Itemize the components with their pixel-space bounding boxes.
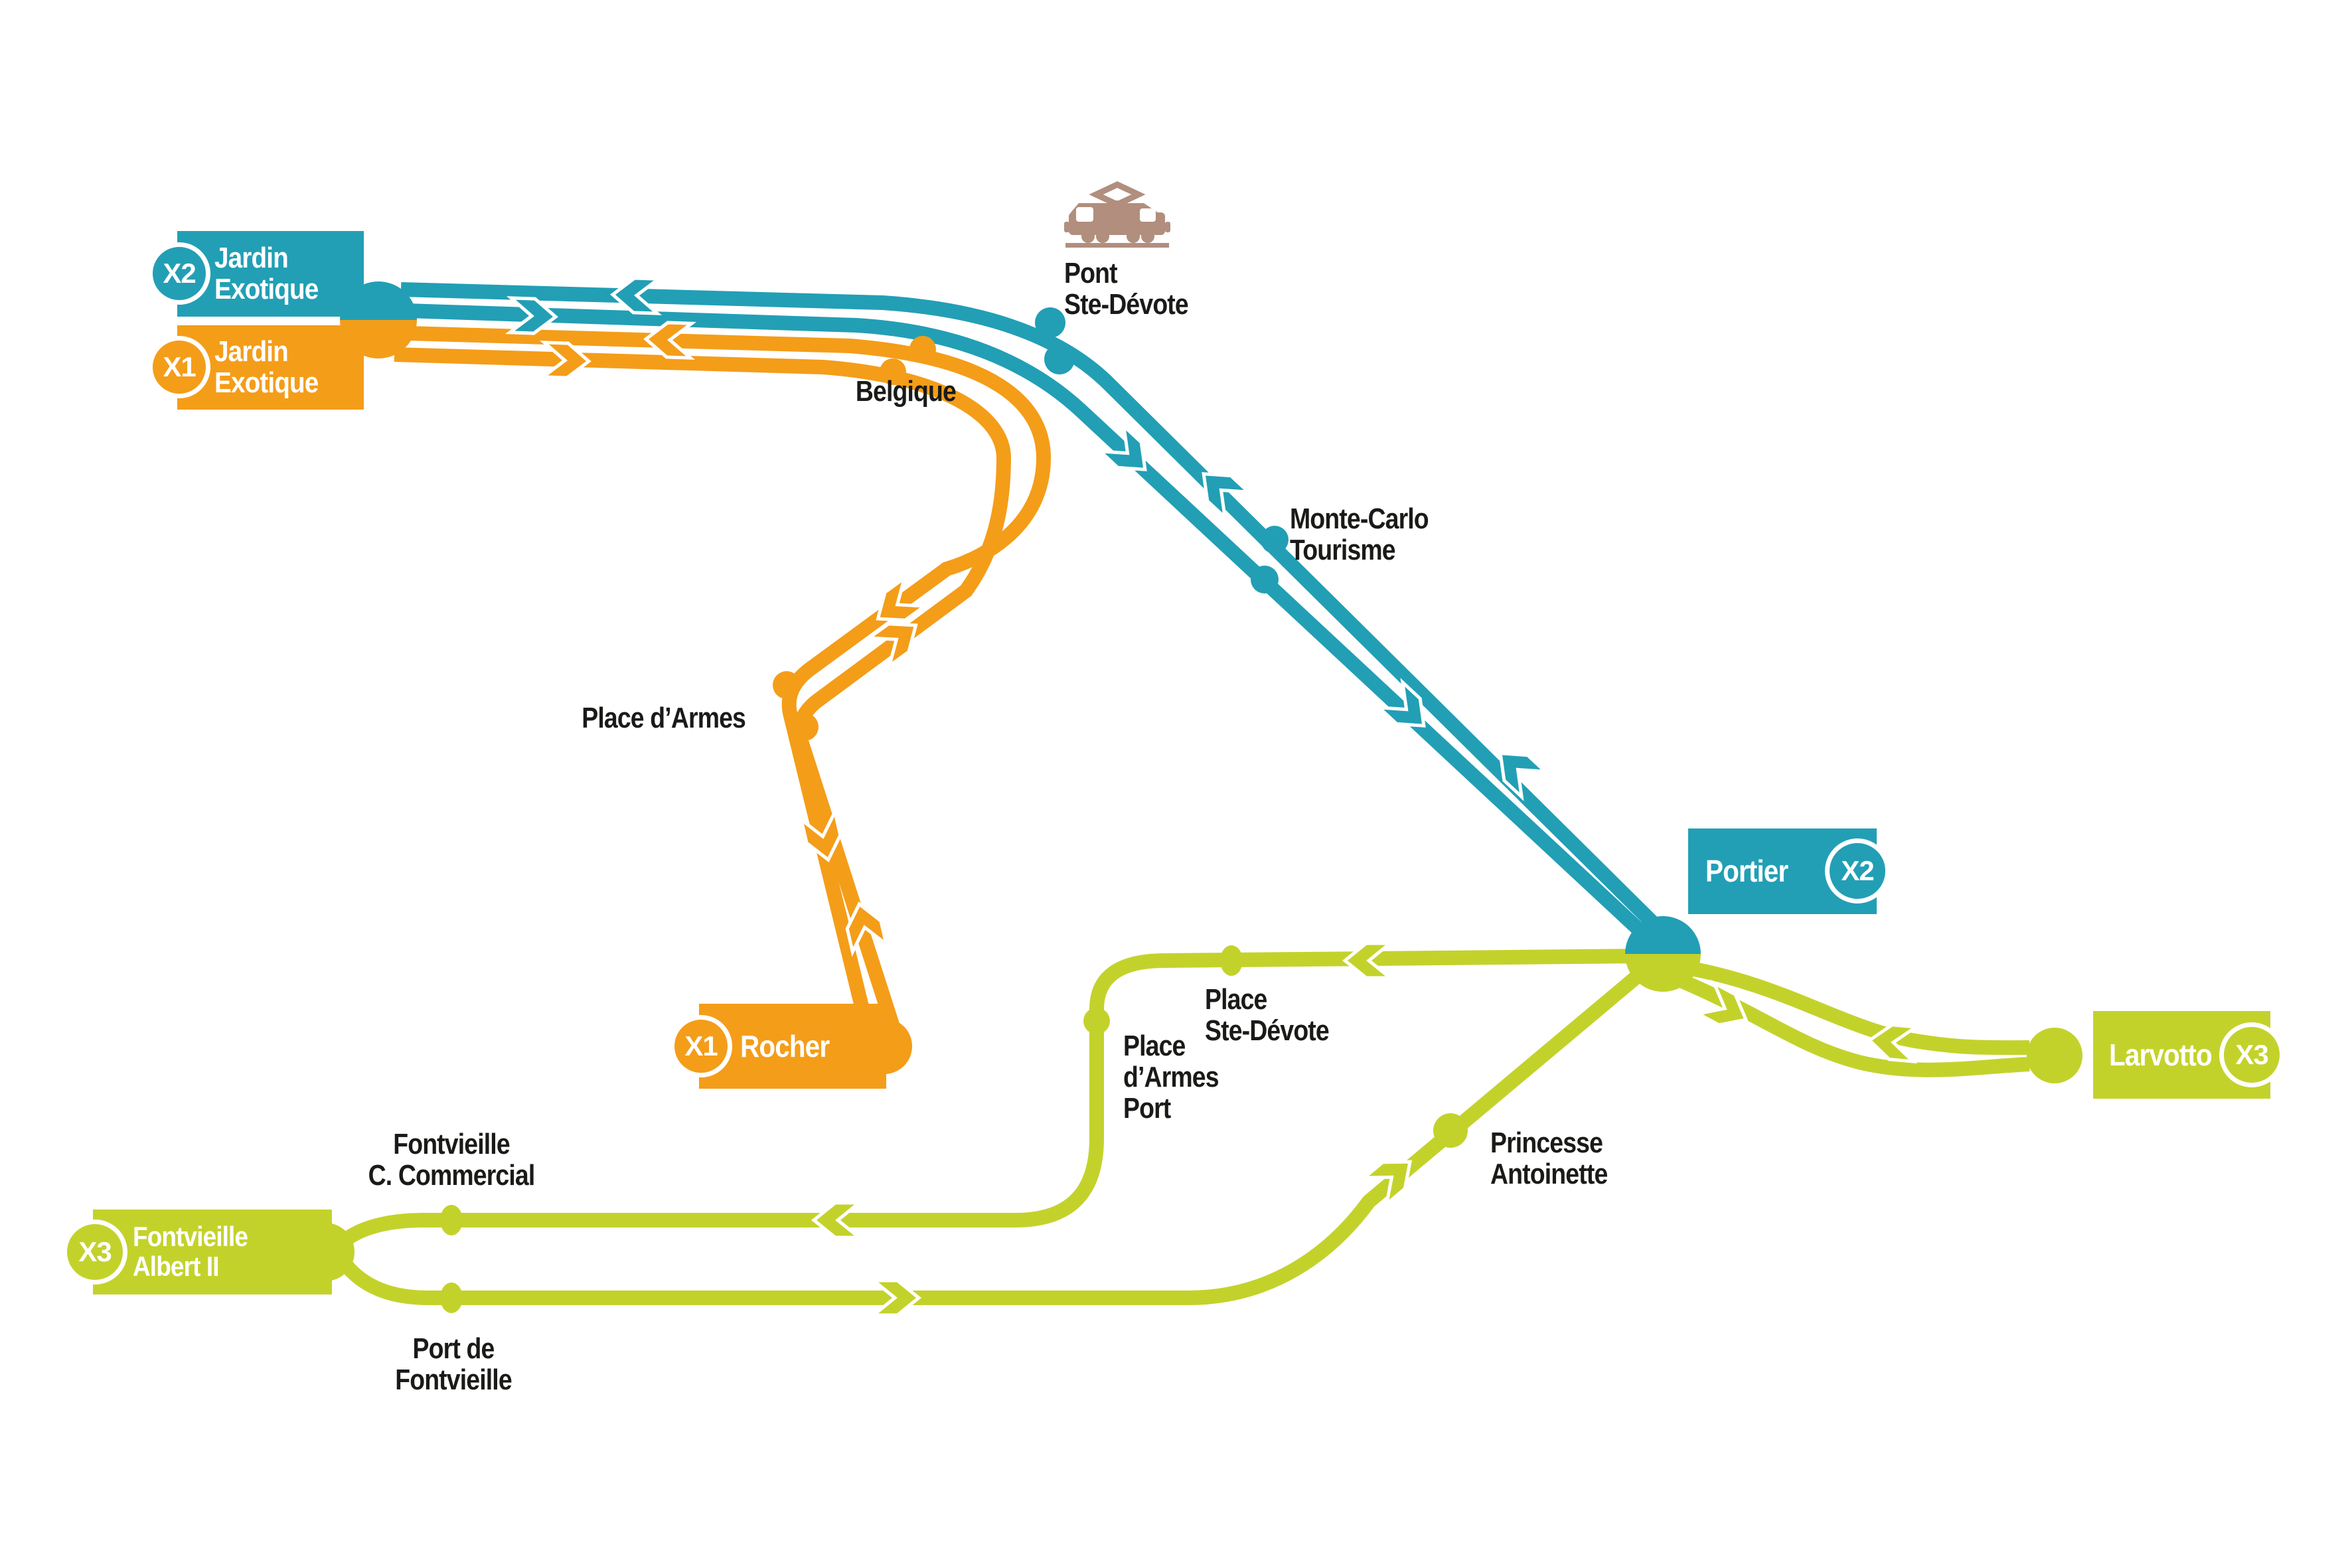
stop-dot-port-de-fontvieille	[440, 1283, 463, 1313]
x1-line	[394, 326, 1052, 1041]
stop-label-fontvieille-c-commercial: Fontvieille C. Commercial	[368, 1128, 536, 1192]
terminus-label: Jardin Exotique	[214, 241, 319, 305]
line-badge-x3: X3	[62, 1219, 127, 1285]
node-larvotto	[2027, 1028, 2082, 1083]
x2-line-eastbound	[406, 303, 1658, 949]
stop-dot-place-darmes-1	[773, 671, 801, 699]
stop-dot-pont-ste-devote-1	[1035, 307, 1065, 338]
node-portier-bottom	[1625, 954, 1701, 992]
x3-line-outbound-via-antoinette	[339, 960, 1655, 1305]
tram-icon	[1064, 181, 1170, 248]
terminus-label: Fontvieille Albert II	[133, 1221, 248, 1282]
stop-label-place-ste-devote: Place Ste-Dévote	[1205, 983, 1330, 1048]
terminus-label: Rocher	[740, 1028, 830, 1063]
x3-line	[339, 949, 2030, 1305]
stop-label-belgique: Belgique	[855, 375, 957, 408]
line-badge-x2: X2	[1825, 838, 1890, 903]
stop-dot-princesse-antoinette	[1433, 1113, 1468, 1148]
badge-label: X3	[2235, 1039, 2268, 1070]
line-badge-x2: X2	[148, 242, 210, 305]
stop-dot-monte-carlo-2	[1251, 566, 1279, 593]
stop-label-monte-carlo-tourisme: Monte-Carlo Tourisme	[1290, 503, 1429, 567]
stop-dot-place-darmes-2	[791, 713, 819, 741]
direction-arrows	[510, 277, 1916, 1315]
badge-label: X3	[78, 1236, 112, 1267]
terminus-box-x3-fontvieille-albert: Fontvieille Albert II	[93, 1210, 332, 1294]
stop-label-princesse-antoinette: Princesse Antoinette	[1490, 1127, 1608, 1191]
stop-label-port-de-fontvieille: Port de Fontvieille	[395, 1332, 512, 1397]
stop-dot-belgique-1	[909, 336, 936, 362]
stop-dot-place-darmes-port	[1083, 1008, 1110, 1034]
stop-label-pont-ste-devote: Pont Ste-Dévote	[1064, 257, 1189, 321]
stop-dot-fontvieille-cc	[440, 1205, 463, 1235]
line-badge-x1: X1	[148, 336, 210, 398]
stop-dots	[440, 307, 1468, 1313]
badge-label: X1	[163, 351, 196, 382]
stop-dot-pont-ste-devote-2	[1044, 344, 1075, 374]
stop-label-place-darmes-port: Place d’Armes Port	[1123, 1030, 1219, 1125]
terminus-label: Portier	[1705, 854, 1788, 889]
line-badge-x3: X3	[2219, 1022, 2284, 1087]
terminus-label: Larvotto	[2109, 1037, 2213, 1072]
stop-label-place-darmes: Place d’Armes	[582, 702, 746, 734]
x3-line-return-via-port	[341, 949, 1647, 1246]
terminus-label: Jardin Exotique	[214, 335, 319, 399]
x1-line-eastbound	[394, 347, 1012, 1040]
terminus-nodes	[296, 281, 2082, 1281]
stop-dot-belgique-2	[880, 358, 906, 385]
x1-line-westbound	[406, 326, 1052, 1041]
node-portier-top	[1625, 916, 1701, 954]
badge-label: X1	[684, 1030, 718, 1061]
stop-dot-monte-carlo-1	[1261, 526, 1289, 554]
x2-line	[400, 282, 1678, 949]
badge-label: X2	[1841, 855, 1874, 886]
stop-dot-place-ste-devote	[1220, 945, 1243, 976]
badge-label: X2	[163, 258, 196, 289]
x2-line-westbound	[400, 282, 1678, 948]
line-badge-x1: X1	[670, 1015, 732, 1077]
